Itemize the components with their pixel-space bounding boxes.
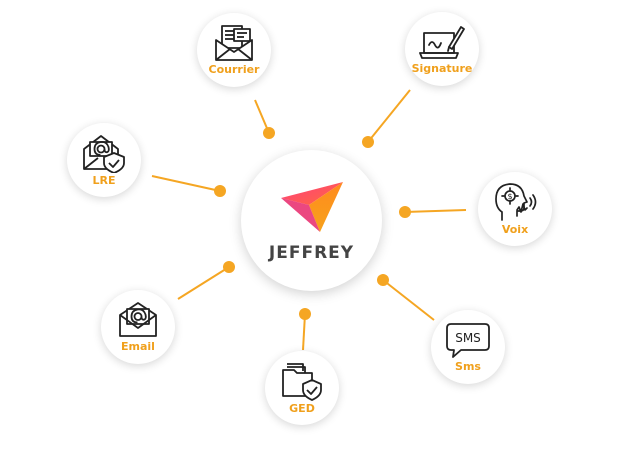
at-envelope-shield-icon	[81, 133, 127, 173]
connector-dot-voix	[399, 206, 411, 218]
folder-shield-icon	[279, 361, 325, 401]
laptop-pen-icon	[419, 23, 465, 61]
connector-dot-courrier	[263, 127, 275, 139]
connector-voix	[404, 209, 467, 213]
jeffrey-hub[interactable]: JEFFREY	[241, 150, 382, 291]
node-label: Sms	[455, 360, 481, 373]
node-lre[interactable]: LRE	[67, 123, 141, 197]
node-label: GED	[289, 402, 315, 415]
at-envelope-icon	[116, 301, 160, 339]
node-label: Courrier	[208, 63, 260, 76]
svg-text:$: $	[508, 192, 513, 201]
node-ged[interactable]: GED	[265, 351, 339, 425]
connector-email	[177, 266, 230, 300]
connector-dot-email	[223, 261, 235, 273]
node-signature[interactable]: Signature	[405, 12, 479, 86]
connector-lre	[151, 175, 221, 192]
connector-dot-sms	[377, 274, 389, 286]
connector-dot-lre	[214, 185, 226, 197]
connector-ged	[302, 313, 306, 351]
node-email[interactable]: Email	[101, 290, 175, 364]
sms-bubble-text: SMS	[455, 331, 481, 345]
node-sms[interactable]: SMS Sms	[431, 310, 505, 384]
connector-sms	[382, 279, 435, 321]
envelope-letters-icon	[212, 24, 256, 62]
node-label: Signature	[411, 62, 473, 75]
connector-dot-signature	[362, 136, 374, 148]
node-voix[interactable]: $ Voix	[478, 172, 552, 246]
brand-name: JEFFREY	[268, 243, 355, 263]
node-label: LRE	[92, 174, 116, 187]
connector-dot-ged	[299, 308, 311, 320]
node-courrier[interactable]: Courrier	[197, 13, 271, 87]
node-label: Voix	[501, 223, 529, 236]
sms-bubble-icon: SMS	[445, 321, 491, 359]
node-label: Email	[121, 340, 155, 353]
connector-signature	[367, 89, 411, 143]
jeffrey-arrow-logo-icon	[279, 178, 345, 239]
head-voice-icon: $	[492, 182, 538, 222]
